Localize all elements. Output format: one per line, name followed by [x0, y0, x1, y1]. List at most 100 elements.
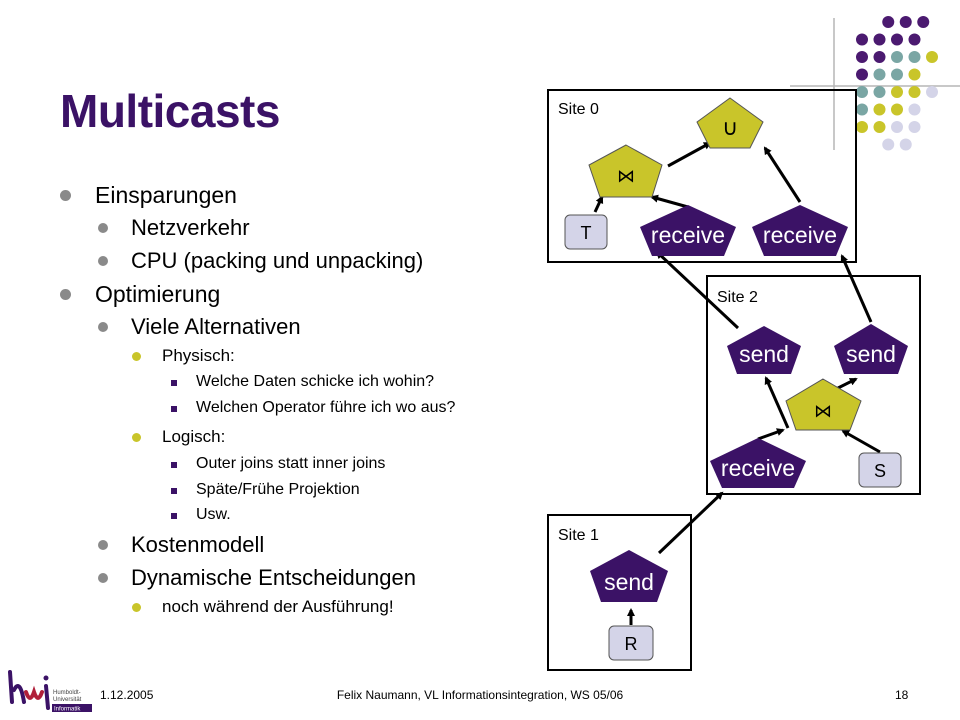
round-bullet-icon [98, 573, 108, 583]
receive-node-3 [710, 438, 806, 488]
round-bullet-icon [98, 223, 108, 233]
edge-join0-to-union [667, 141, 712, 168]
round-bullet-icon [60, 190, 71, 201]
bullet-item-level-4: Usw. [196, 506, 231, 523]
round-bullet-icon [132, 352, 141, 361]
round-bullet-icon [98, 540, 108, 550]
bullet-item-level-1: Optimierung [95, 281, 221, 307]
decorative-dot [856, 33, 868, 46]
send-node-3 [590, 550, 668, 602]
bullet-item-level-4: Welchen Operator führe ich wo aus? [196, 399, 456, 416]
join-operator-node-site0 [588, 144, 663, 198]
edge-send1-to-receive1 [655, 250, 740, 330]
logo-line-2: Universität [53, 697, 82, 703]
logo-line-1: Humboldt- [53, 690, 81, 696]
round-bullet-icon [98, 256, 108, 266]
decorative-dot [856, 86, 868, 98]
square-bullet-icon [171, 488, 177, 494]
site-1-box [547, 514, 692, 671]
receive-node-2 [752, 205, 848, 256]
square-bullet-icon [171, 406, 177, 412]
hu-informatik-logo: Humboldt- Universität Informatik [8, 670, 92, 713]
decorative-dot [908, 103, 921, 116]
bullet-item-level-2: Dynamische Entscheidungen [131, 565, 416, 590]
logo-line-3: Informatik [54, 707, 81, 713]
relation-t-node [564, 214, 608, 250]
site-2-box [706, 275, 921, 495]
round-bullet-icon [132, 433, 141, 442]
edge-receive2-to-union [763, 146, 802, 203]
send-node-2-label: send [846, 341, 896, 367]
edge-receive1-to-join0 [650, 194, 689, 209]
decorative-dot [856, 68, 868, 81]
square-bullet-icon [171, 462, 177, 468]
edge-t-to-join0 [593, 195, 604, 213]
decorative-dot [891, 51, 903, 63]
relation-r-node [608, 625, 654, 661]
receive-node-1-label: receive [651, 222, 725, 248]
bullet-item-level-2: Netzverkehr [131, 215, 250, 240]
site-0-label: Site 0 [558, 101, 599, 118]
square-bullet-icon [171, 380, 177, 386]
edge-s-to-join2 [841, 429, 881, 454]
bullet-item-level-3: Physisch: [162, 346, 235, 365]
decorative-dot [908, 51, 921, 63]
bullet-item-level-3: Logisch: [162, 427, 226, 446]
decorative-dot [908, 86, 921, 98]
edge-send2-to-receive2 [840, 254, 873, 323]
decorative-dot [908, 33, 921, 46]
bullet-item-level-4: Welche Daten schicke ich wohin? [196, 373, 435, 390]
decorative-dot [899, 16, 912, 28]
footer-page-number: 18 [895, 688, 909, 702]
footer-text: Felix Naumann, VL Informationsintegratio… [336, 688, 624, 702]
site-0-box [547, 89, 857, 263]
decorative-dot [873, 121, 886, 133]
decorative-dot [873, 33, 886, 46]
edge-receive3-to-join2 [757, 428, 785, 441]
union-operator-node [696, 97, 764, 149]
relation-r-label: R [625, 634, 638, 654]
decorative-dot [856, 51, 868, 63]
send-node-1 [727, 326, 801, 374]
edge-join2-to-send1 [764, 376, 790, 429]
round-bullet-icon [98, 322, 108, 332]
send-node-2 [834, 324, 908, 374]
decorative-dot [882, 138, 895, 151]
decorative-dot [917, 16, 930, 28]
send-node-1-label: send [739, 341, 789, 367]
bullet-item-level-2: Kostenmodell [131, 532, 265, 557]
edge-join2-to-send2 [837, 377, 858, 390]
decorative-dot [891, 103, 903, 116]
send-node-3-label: send [604, 569, 654, 595]
decorative-dot [873, 103, 886, 116]
site-2-label: Site 2 [717, 289, 758, 306]
logo-informatik-band [52, 704, 92, 712]
slide-title: Multicasts [60, 85, 280, 137]
decorative-dot [856, 121, 868, 133]
decorative-dot [891, 121, 903, 133]
footer-date: 1.12.2005 [100, 688, 154, 702]
site-1-label: Site 1 [558, 527, 599, 544]
bullet-item-level-4: Outer joins statt inner joins [196, 455, 386, 472]
decorative-dot [873, 68, 886, 81]
relation-s-label: S [874, 461, 886, 481]
relation-s-node [858, 452, 902, 488]
bullet-item-level-1: Einsparungen [95, 182, 237, 208]
receive-node-2-label: receive [763, 222, 837, 248]
round-bullet-icon [132, 603, 141, 612]
decorative-dot [873, 51, 886, 63]
decorative-dot [926, 51, 938, 63]
receive-node-3-label: receive [721, 455, 795, 481]
union-operator-label: ∪ [722, 116, 738, 141]
decorative-dot [891, 68, 903, 81]
round-bullet-icon [60, 289, 71, 300]
bullet-item-level-3: noch während der Ausführung! [162, 597, 394, 616]
logo-mark [8, 670, 50, 710]
decorative-dot [882, 16, 895, 28]
square-bullet-icon [171, 513, 177, 519]
decorative-dot [926, 86, 938, 98]
decorative-dot [873, 86, 886, 98]
bullet-item-level-2: Viele Alternativen [131, 314, 301, 339]
